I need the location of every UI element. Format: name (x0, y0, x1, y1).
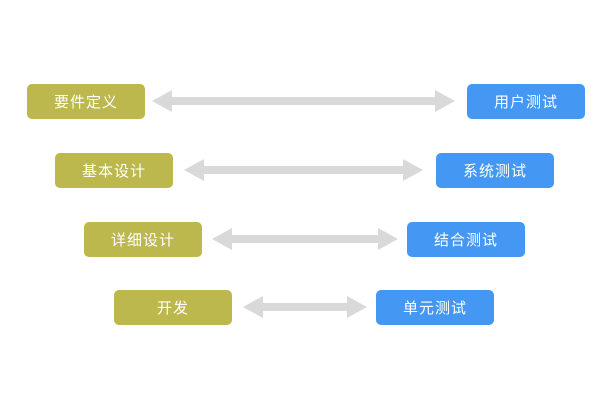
box-system-testing: 系统测试 (436, 153, 554, 188)
arrow-shaft (204, 166, 403, 174)
arrow-right-head-icon (403, 159, 423, 181)
arrow-shaft (263, 303, 347, 311)
double-arrow-basic-design-system-testing (184, 159, 423, 181)
box-integration-testing: 结合测试 (407, 222, 525, 257)
arrow-left-head-icon (184, 159, 204, 181)
double-arrow-requirements-user-testing (152, 90, 455, 112)
arrow-left-head-icon (212, 228, 232, 250)
arrow-shaft (232, 235, 378, 243)
arrow-right-head-icon (435, 90, 455, 112)
box-basic-design: 基本设计 (55, 153, 173, 188)
arrow-left-head-icon (152, 90, 172, 112)
double-arrow-detailed-design-integration-testing (212, 228, 398, 250)
box-development: 开发 (114, 290, 232, 325)
double-arrow-development-unit-testing (243, 296, 367, 318)
arrow-shaft (172, 97, 435, 105)
box-unit-testing: 单元测试 (376, 290, 494, 325)
arrow-right-head-icon (378, 228, 398, 250)
box-requirements-definition: 要件定义 (27, 84, 145, 119)
arrow-right-head-icon (347, 296, 367, 318)
box-detailed-design: 详细设计 (84, 222, 202, 257)
box-user-testing: 用户测试 (467, 84, 585, 119)
arrow-left-head-icon (243, 296, 263, 318)
